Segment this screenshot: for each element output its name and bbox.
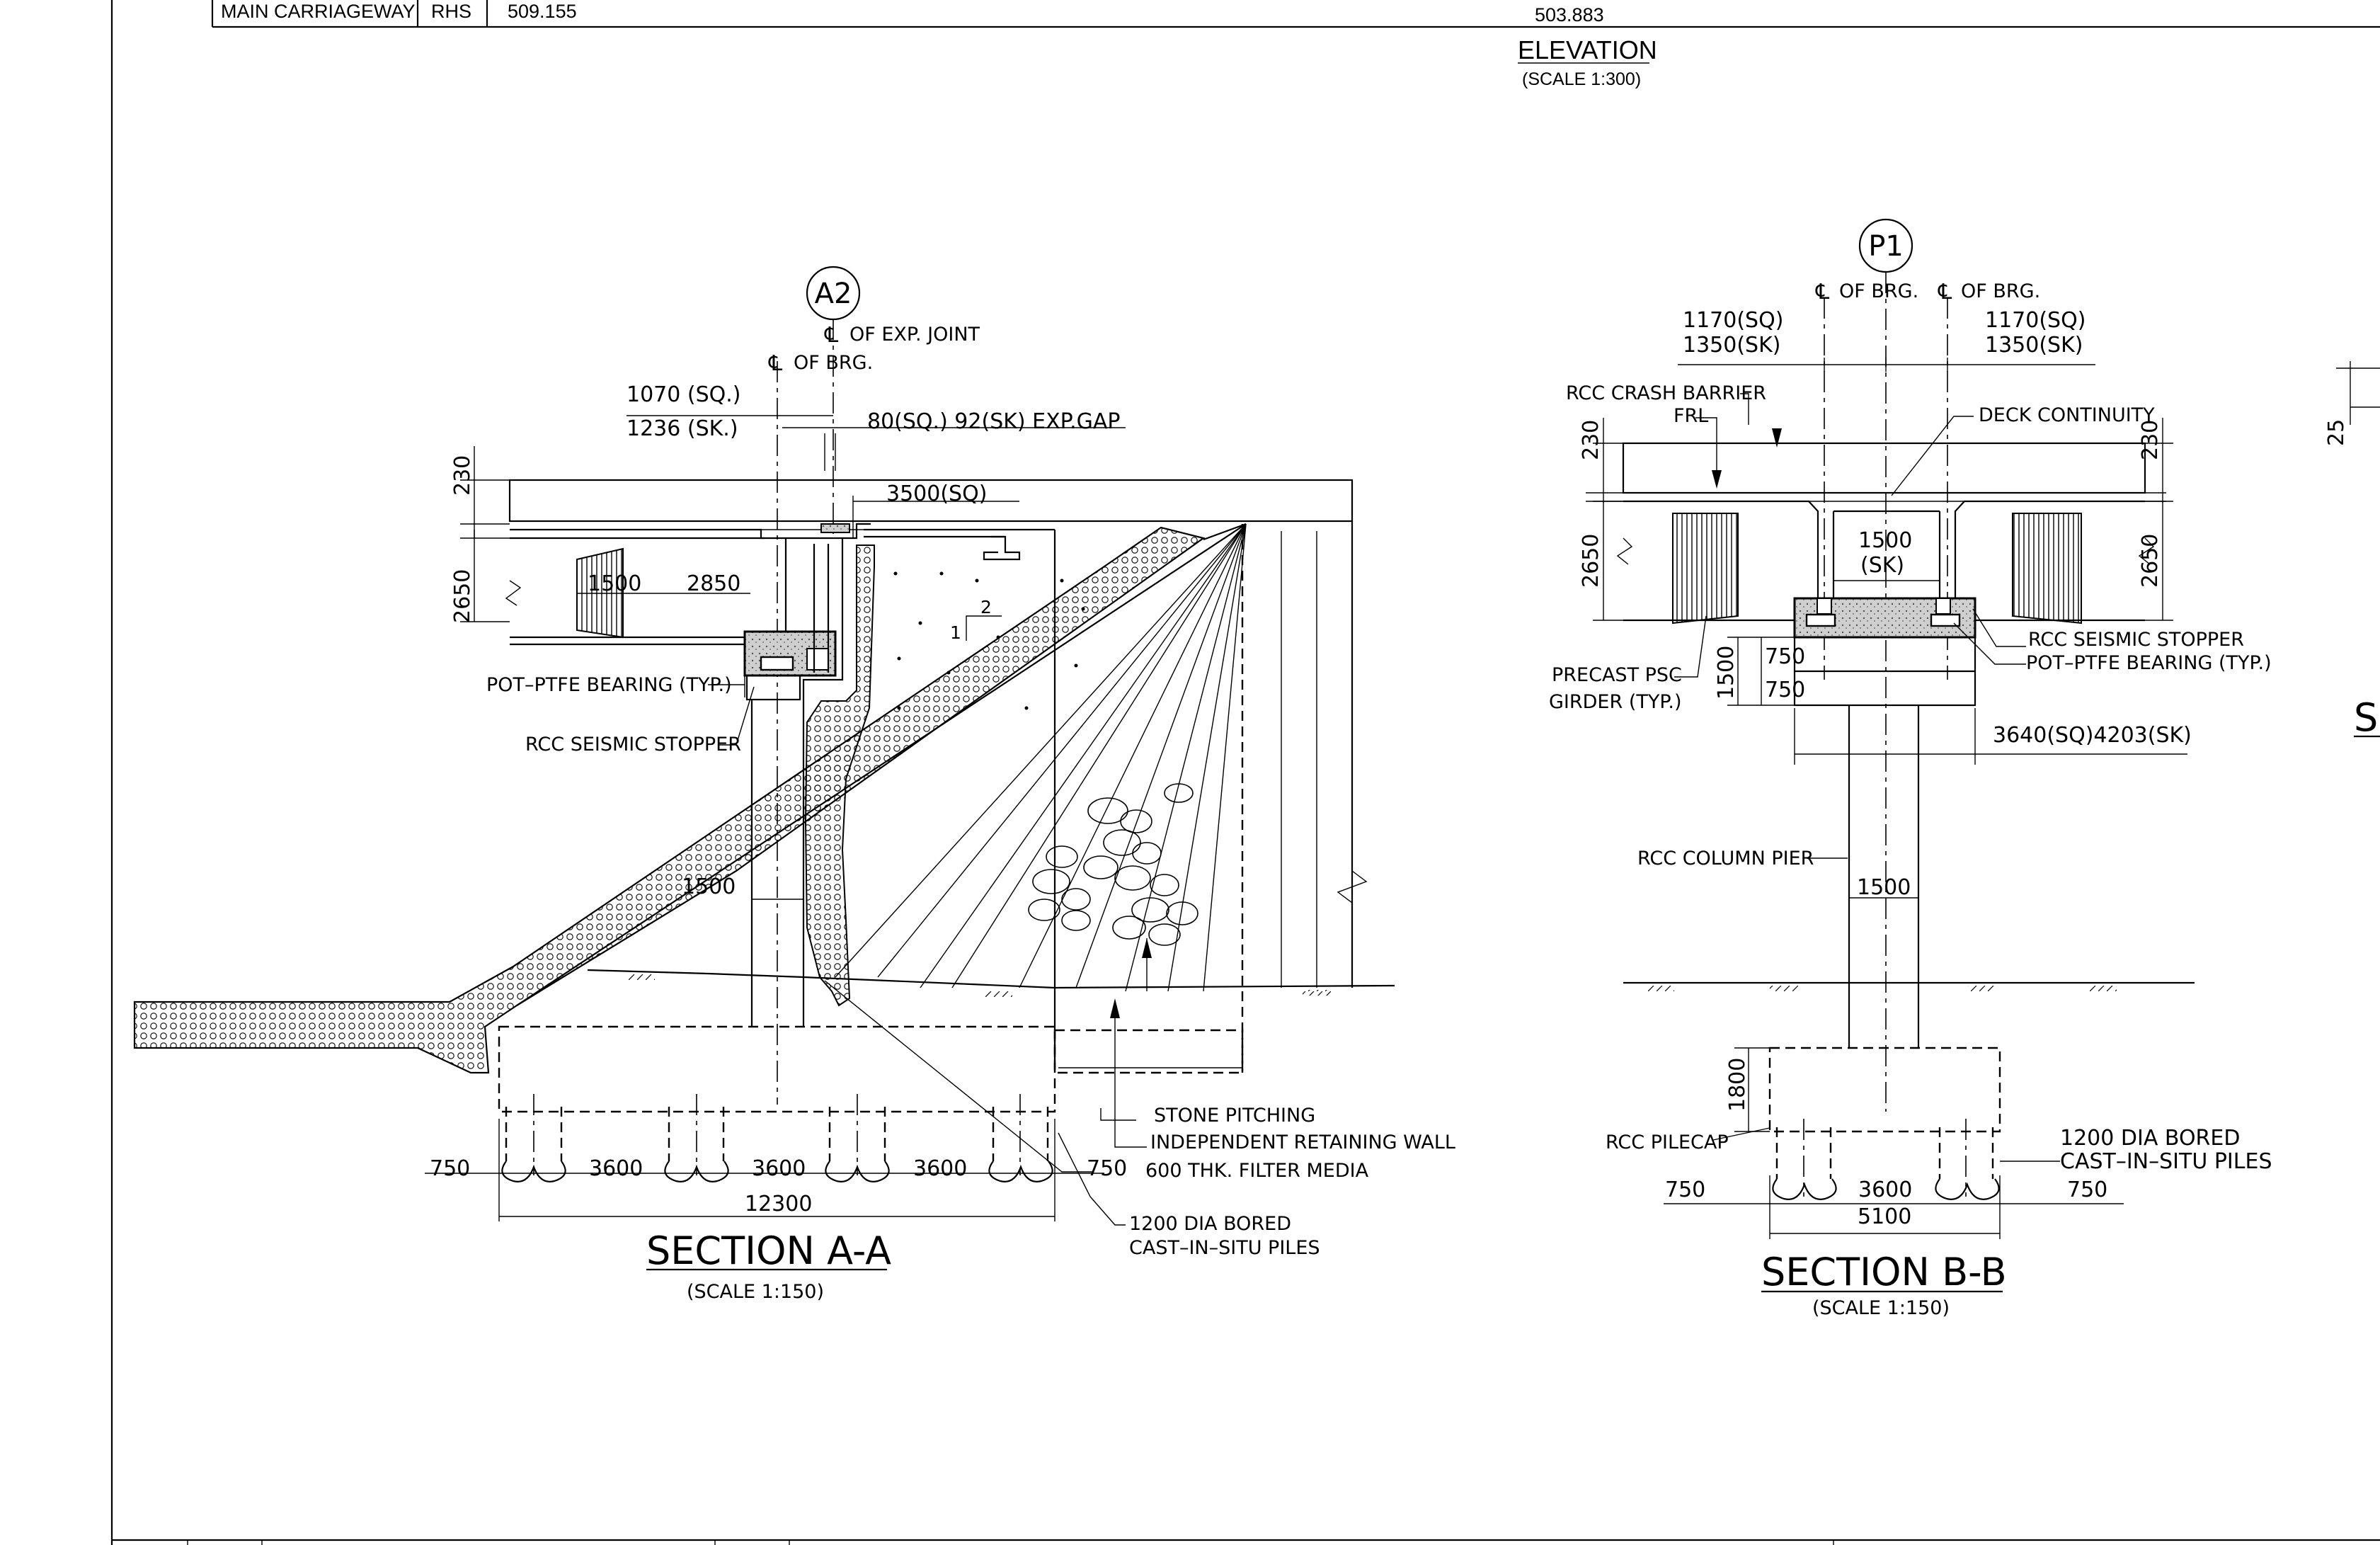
section-b-dim-750-right: 750 — [2067, 1178, 2107, 1202]
section-b-bearing-label: POT–PTFE BEARING (TYP.) — [2026, 652, 2272, 674]
section-b-title: SECTION B-B — [1761, 1250, 2007, 1294]
elevation-title: ELEVATION — [1518, 35, 1657, 64]
table-value-1: 509.155 — [508, 1, 577, 22]
section-a-stopper-label: RCC SEISMIC STOPPER — [525, 734, 741, 756]
section-a-cl-brg-symbol: ℄ — [768, 351, 782, 376]
section-a-slope-2: 2 — [980, 597, 992, 617]
section-b-piles-line1: 1200 DIA BORED — [2060, 1126, 2240, 1151]
section-b-cl-brg-right-symbol: ℄ — [1938, 280, 1952, 304]
section-a-dim-230: 230 — [450, 455, 475, 496]
section-a-dim-3600-b: 3600 — [752, 1156, 806, 1181]
section-a-dim-1070: 1070 (SQ.) — [627, 382, 740, 407]
section-a-piles-line2: CAST–IN–SITU PILES — [1129, 1237, 1320, 1259]
section-b-cl-brg-left: OF BRG. — [1839, 280, 1918, 302]
section-a-title: SECTION A-A — [646, 1228, 891, 1273]
section-a-drawing: A2 — [133, 266, 1455, 1303]
right-edge-fragment: 25 S — [2324, 361, 2380, 740]
section-a-dim-1236: 1236 (SK.) — [627, 416, 738, 441]
section-b-stopper-label: RCC SEISMIC STOPPER — [2028, 629, 2244, 651]
edge-letter: S — [2354, 695, 2378, 740]
section-b-dim-230-right: 230 — [2138, 420, 2163, 460]
section-a-slope-1: 1 — [950, 622, 961, 643]
section-a-retaining-wall: INDEPENDENT RETAINING WALL — [1150, 1131, 1455, 1153]
section-a-stone-pitching: STONE PITCHING — [1154, 1105, 1315, 1127]
section-b-dim-2650-left: 2650 — [1579, 534, 1603, 588]
section-a-dim-750-left: 750 — [430, 1156, 470, 1181]
elevation-scale: (SCALE 1:300) — [1522, 69, 1641, 89]
section-b-dim-750-b: 750 — [1765, 678, 1805, 702]
section-a-cl-brg: OF BRG. — [794, 352, 873, 374]
section-a-dim-3600-c: 3600 — [913, 1156, 967, 1181]
section-a-dim-3500: 3500(SQ) — [886, 481, 987, 506]
section-b-dim-750-left: 750 — [1665, 1178, 1705, 1202]
section-a-dim-3600-a: 3600 — [589, 1156, 643, 1181]
section-b-girder-line1: PRECAST PSC — [1552, 664, 1682, 686]
section-b-cl-brg-left-symbol: ℄ — [1815, 280, 1829, 304]
section-b-crash-barrier: RCC CRASH BARRIER — [1566, 382, 1766, 404]
section-b-scale: (SCALE 1:150) — [1812, 1297, 1950, 1319]
section-b-dim-1500-sk-2: (SK) — [1860, 553, 1904, 578]
section-b-column-label: RCC COLUMN PIER — [1637, 848, 1814, 870]
section-a-dim-12300: 12300 — [745, 1192, 812, 1216]
section-b-dim-230-left: 230 — [1579, 420, 1603, 460]
table-value-2: 503.883 — [1535, 4, 1604, 25]
section-a-scale: (SCALE 1:150) — [687, 1281, 824, 1303]
section-b-drawing: P1 — [1549, 218, 2272, 1319]
section-a-dim-2650: 2650 — [450, 569, 475, 623]
section-b-dim-1500-col: 1500 — [1857, 875, 1911, 900]
section-a-dim-1500-mid: 1500 — [682, 874, 736, 899]
section-b-dim-pier-cap: 3640(SQ)4203(SK) — [1993, 723, 2192, 748]
section-a-cl-exp-joint-symbol: ℄ — [824, 323, 838, 348]
table-carriageway: MAIN CARRIAGEWAY — [221, 1, 416, 22]
section-b-tag: P1 — [1868, 230, 1904, 263]
section-b-dim-1170-left: 1170(SQ) — [1683, 308, 1783, 333]
section-a-piles-line1: 1200 DIA BORED — [1129, 1213, 1291, 1235]
section-a-exp-gap: 80(SQ.) 92(SK) EXP.GAP — [867, 409, 1120, 434]
section-b-dim-5100: 5100 — [1858, 1204, 1911, 1229]
section-b-girder-line2: GIRDER (TYP.) — [1549, 691, 1682, 713]
section-b-dim-2650-right: 2650 — [2138, 534, 2163, 588]
section-a-dim-1500-top: 1500 — [588, 571, 641, 596]
section-a-tag: A2 — [815, 278, 852, 310]
section-a-cl-exp-joint: OF EXP. JOINT — [849, 324, 980, 346]
section-b-dim-1500-sk-1: 1500 — [1858, 528, 1912, 553]
table-side: RHS — [431, 1, 471, 22]
section-b-dim-750-a: 750 — [1765, 644, 1805, 669]
elevation-table: MAIN CARRIAGEWAY RHS 509.155 503.883 — [211, 0, 2380, 28]
edge-dim-25: 25 — [2324, 419, 2349, 446]
elevation-heading: ELEVATION (SCALE 1:300) — [1518, 35, 1657, 89]
section-a-bearing-label: POT–PTFE BEARING (TYP.) — [486, 674, 732, 696]
section-b-cl-brg-right: OF BRG. — [1961, 280, 2040, 302]
sheet-border — [110, 0, 2380, 1545]
section-a-filter-media: 600 THK. FILTER MEDIA — [1145, 1160, 1369, 1182]
section-b-dim-1500-vert: 1500 — [1714, 646, 1739, 700]
section-b-dim-1800: 1800 — [1725, 1058, 1750, 1112]
section-a-dim-750-right: 750 — [1087, 1156, 1127, 1181]
section-b-frl: FRL — [1674, 405, 1708, 427]
section-b-dim-1350-right: 1350(SK) — [1985, 333, 2083, 358]
section-a-dim-2850: 2850 — [687, 571, 740, 596]
section-b-dim-3600: 3600 — [1858, 1178, 1912, 1202]
section-b-dim-1350-left: 1350(SK) — [1683, 333, 1780, 358]
section-b-dim-1170-right: 1170(SQ) — [1985, 308, 2086, 333]
section-b-pilecap-label: RCC PILECAP — [1606, 1131, 1729, 1153]
section-b-deck-continuity: DECK CONTINUITY — [1979, 404, 2155, 426]
section-b-piles-line2: CAST–IN–SITU PILES — [2060, 1149, 2272, 1174]
